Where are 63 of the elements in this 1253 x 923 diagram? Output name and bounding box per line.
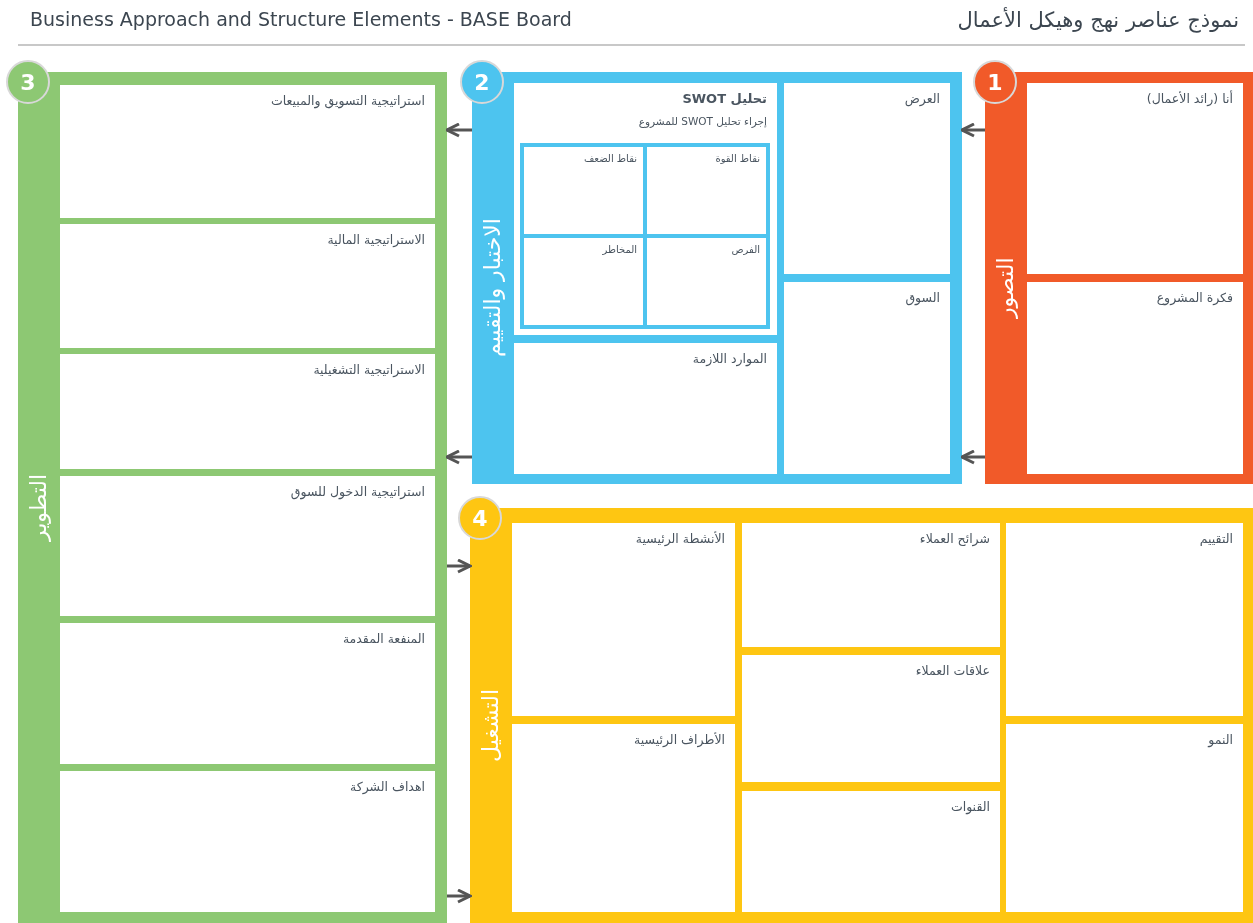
section-heading: تحليل SWOT (682, 91, 767, 106)
section-heading: اهداف الشركة (350, 779, 425, 794)
canvas-section (60, 623, 435, 764)
section-heading: الأطراف الرئيسية (634, 732, 725, 747)
number-badge: 2 (460, 60, 504, 104)
stage-label: التشغيل (476, 688, 504, 764)
stage-label: الاختبار والتقييم (478, 217, 506, 360)
arrow (447, 888, 472, 904)
swot-cell (522, 236, 645, 327)
section-heading: التقييم (1199, 531, 1233, 546)
canvas-section (512, 523, 735, 716)
section-heading: أنا (رائد الأعمال) (1146, 91, 1233, 106)
canvas-section (1006, 523, 1243, 716)
canvas-section (742, 655, 1000, 782)
section-heading: السوق (905, 290, 940, 305)
section-heading: علاقات العملاء (915, 663, 990, 678)
section-heading: استراتيجية التسويق والمبيعات (270, 93, 425, 108)
section-subtitle: إجراء تحليل SWOT للمشروع (638, 115, 767, 127)
swot-cell (522, 145, 645, 236)
section-heading: المنفعة المقدمة (342, 631, 425, 646)
section-heading: شرائح العملاء (919, 531, 990, 546)
canvas-section (514, 343, 777, 474)
board-title: Business Approach and Structure Elements - BASE Board (30, 8, 572, 30)
section-heading: العرض (904, 91, 940, 106)
section-heading: الأنشطة الرئيسية (635, 531, 725, 546)
section-heading: الفرص (731, 244, 760, 255)
section-heading: الاستراتيجية المالية (327, 232, 425, 247)
canvas-section (60, 771, 435, 912)
section-heading: النمو (1208, 732, 1233, 747)
canvas-section (742, 523, 1000, 647)
canvas-section (512, 724, 735, 912)
section-heading: الاستراتيجية التشغيلية (313, 362, 425, 377)
canvas-section (1027, 83, 1243, 274)
canvas-section (784, 282, 950, 474)
board-title: نموذج عناصر نهج وهيكل الأعمال (957, 8, 1239, 32)
canvas-section (514, 83, 777, 335)
stage-label: التصور (991, 256, 1019, 321)
number-badge: 4 (458, 496, 502, 540)
number-badge: 1 (973, 60, 1017, 104)
section-heading: المخاطر (602, 244, 637, 255)
canvas-section (742, 791, 1000, 912)
canvas-section (784, 83, 950, 274)
arrow (445, 122, 472, 138)
arrow (447, 558, 472, 574)
canvas-section (60, 224, 435, 348)
canvas-section (1027, 282, 1243, 474)
section-heading: استراتيجية الدخول للسوق (290, 484, 425, 499)
section-heading: فكرة المشروع (1156, 290, 1233, 305)
section-heading: الموارد اللازمة (692, 351, 767, 366)
arrow (445, 449, 472, 465)
arrow (960, 122, 985, 138)
canvas-section (60, 354, 435, 469)
arrow (960, 449, 985, 465)
canvas-section (60, 476, 435, 616)
stage-label: التطوير (24, 472, 52, 544)
swot-cell (645, 145, 768, 236)
section-heading: نقاط القوة (715, 153, 760, 164)
canvas-section (60, 85, 435, 218)
canvas-section (1006, 724, 1243, 912)
section-heading: نقاط الضعف (584, 153, 637, 164)
swot-cell (645, 236, 768, 327)
number-badge: 3 (6, 60, 50, 104)
section-heading: القنوات (950, 799, 990, 814)
